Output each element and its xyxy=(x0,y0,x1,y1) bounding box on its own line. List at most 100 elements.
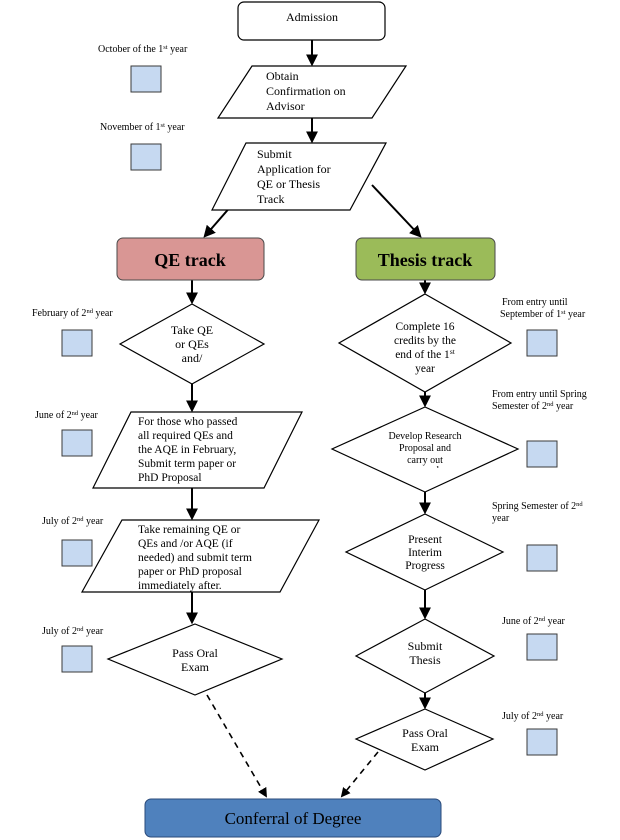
thesis-oral-exam-node: Pass Oral Exam xyxy=(354,708,495,771)
interim-line-2: Interim xyxy=(408,547,442,559)
remaining-qe-node: Take remaining QE or QEs and /or AQE (if… xyxy=(80,519,321,593)
develop-line-3: carry out xyxy=(407,455,443,466)
timing-june-right: June of 2nd year xyxy=(502,616,566,661)
timing-july-left-1: July of 2nd year xyxy=(42,516,104,567)
checkbox-spring[interactable] xyxy=(526,544,558,572)
timing-entry-spring-line-1: From entry until Spring xyxy=(492,389,587,400)
develop-line-4: research xyxy=(408,465,441,476)
timing-spring-line-2: year xyxy=(492,513,510,524)
obtain-line-2: Confirmation on xyxy=(266,84,346,98)
take-qe-line-1: Take QE xyxy=(171,323,213,337)
conferral-label: Conferral of Degree xyxy=(225,809,362,828)
take-qe-node: Take QE or QEs and/ xyxy=(118,303,266,385)
timing-feb-label: February of 2nd year xyxy=(32,308,113,320)
thesis-track-header: Thesis track xyxy=(355,237,496,281)
thesis-track-box xyxy=(355,237,496,281)
admission-node: Admission xyxy=(237,1,386,41)
timing-june-left-label: June of 2nd year xyxy=(35,410,99,422)
checkbox-july-left-2[interactable] xyxy=(61,645,93,673)
remaining-line-4: paper or PhD proposal xyxy=(138,566,242,578)
interim-progress-node: Present Interim Progress xyxy=(344,513,505,591)
submit-app-line-3: QE or Thesis xyxy=(257,177,320,191)
checkbox-nov[interactable] xyxy=(130,143,162,171)
timing-oct-label: October of the 1st year xyxy=(98,44,188,56)
complete-credits-node: Complete 16 credits by the end of the 1s… xyxy=(337,293,513,393)
submit-app-line-1: Submit xyxy=(257,147,292,161)
checkbox-entry-spring[interactable] xyxy=(526,440,558,468)
timing-june-left: June of 2nd year xyxy=(35,410,99,457)
obtain-line-3: Advisor xyxy=(266,99,305,113)
timing-spring-line-1: Spring Semester of 2nd xyxy=(492,501,583,513)
passed-line-5: PhD Proposal xyxy=(138,472,202,484)
checkbox-june-left[interactable] xyxy=(61,429,93,457)
develop-research-node: Develop Research Proposal and carry out … xyxy=(330,406,520,493)
develop-line-2: Proposal and xyxy=(399,443,451,454)
passed-line-2: all required QEs and xyxy=(138,430,233,442)
qe-track-box xyxy=(116,237,265,281)
checkbox-june-right[interactable] xyxy=(526,633,558,661)
conferral-box xyxy=(144,798,442,838)
timing-entry-spring: From entry until Spring Semester of 2nd … xyxy=(492,389,587,468)
passed-line-1: For those who passed xyxy=(138,416,238,428)
remaining-line-2: QEs and /or AQE (if xyxy=(138,538,233,550)
passed-qe-node: For those who passed all required QEs an… xyxy=(92,411,303,489)
qe-track-header: QE track xyxy=(116,237,265,281)
timing-entry-sept: From entry until September of 1st year xyxy=(500,297,586,357)
timing-july-right: July of 2nd year xyxy=(502,711,564,756)
submit-thesis-line-1: Submit xyxy=(408,639,443,653)
timing-nov: November of 1st year xyxy=(100,122,185,171)
passed-line-4: Submit term paper or xyxy=(138,458,236,470)
remaining-line-5: immediately after. xyxy=(138,580,222,592)
develop-line-1: Develop Research xyxy=(388,431,461,442)
dashed-arrow-thesis-to-conferral xyxy=(340,751,379,798)
submit-app-line-2: Application for xyxy=(257,162,331,176)
credits-line-1: Complete 16 xyxy=(395,321,454,333)
timing-nov-label: November of 1st year xyxy=(100,122,185,134)
credits-line-2: credits by the xyxy=(394,335,456,347)
timing-july-right-label: July of 2nd year xyxy=(502,711,564,723)
interim-line-3: Progress xyxy=(405,560,445,572)
checkbox-july-right[interactable] xyxy=(526,728,558,756)
timing-july-left-1-label: July of 2nd year xyxy=(42,516,104,528)
passed-line-3: the AQE in February, xyxy=(138,444,236,456)
qe-oral-line-1: Pass Oral xyxy=(172,646,218,660)
conferral-node: Conferral of Degree xyxy=(144,798,442,838)
obtain-line-1: Obtain xyxy=(266,69,299,83)
thesis-track-label: Thesis track xyxy=(378,250,473,270)
submit-thesis-node: Submit Thesis xyxy=(354,618,496,694)
submit-app-line-4: Track xyxy=(257,192,285,206)
timing-spring: Spring Semester of 2nd year xyxy=(492,501,583,572)
checkbox-july-left-1[interactable] xyxy=(61,539,93,567)
interim-line-1: Present xyxy=(408,534,443,546)
timing-july-left-2: July of 2nd year xyxy=(42,626,104,673)
qe-track-label: QE track xyxy=(154,250,226,270)
remaining-line-3: needed) and submit term xyxy=(138,552,252,564)
qe-oral-exam-node: Pass Oral Exam xyxy=(106,623,284,696)
credits-line-4: year xyxy=(415,363,435,375)
timing-july-left-2-label: July of 2nd year xyxy=(42,626,104,638)
checkbox-oct[interactable] xyxy=(130,65,162,93)
take-qe-line-3: and/ xyxy=(182,351,203,365)
arrow-submit-to-thesis xyxy=(371,184,422,238)
obtain-confirmation-node: Obtain Confirmation on Advisor xyxy=(216,65,408,119)
thesis-oral-line-1: Pass Oral xyxy=(402,726,448,740)
admission-label: Admission xyxy=(286,10,338,24)
timing-oct-text: October of the 1st year xyxy=(98,44,188,56)
submit-application-node: Submit Application for QE or Thesis Trac… xyxy=(211,142,388,211)
dashed-arrow-qe-to-conferral xyxy=(206,694,267,798)
timing-june-right-label: June of 2nd year xyxy=(502,616,566,628)
submit-thesis-line-2: Thesis xyxy=(409,653,441,667)
credits-line-3: end of the 1st xyxy=(395,347,456,362)
timing-entry-spring-line-2: Semester of 2nd year xyxy=(492,401,574,413)
thesis-oral-line-2: Exam xyxy=(411,740,440,754)
timing-oct: October of the 1st year xyxy=(98,44,188,93)
timing-feb: February of 2nd year xyxy=(32,308,113,357)
checkbox-entry-sept[interactable] xyxy=(526,329,558,357)
remaining-line-1: Take remaining QE or xyxy=(138,524,241,536)
qe-oral-line-2: Exam xyxy=(181,660,210,674)
take-qe-line-2: or QEs xyxy=(175,337,209,351)
timing-entry-sept-line-1: From entry until xyxy=(502,297,568,308)
checkbox-feb[interactable] xyxy=(61,329,93,357)
timing-entry-sept-line-2: September of 1st year xyxy=(500,309,586,321)
